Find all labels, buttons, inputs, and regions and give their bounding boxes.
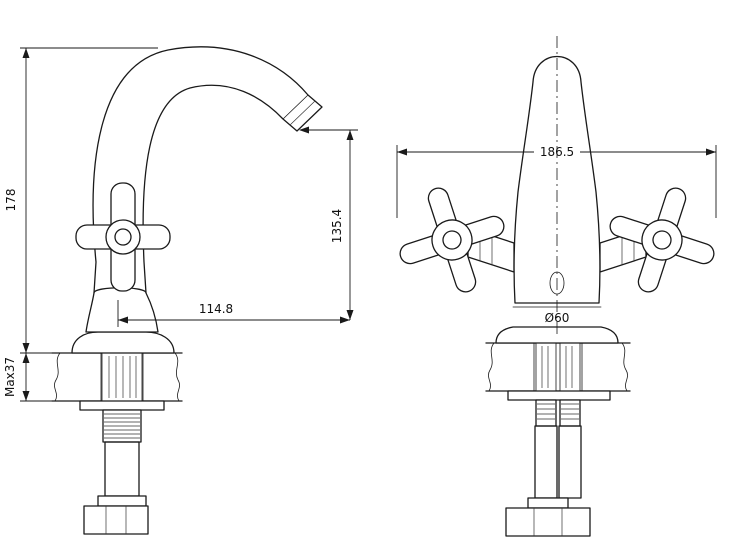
front-cross-handle-right	[609, 187, 715, 293]
side-aerator-joint	[282, 94, 309, 120]
front-cross-handle-left	[399, 187, 505, 293]
side-view: 178 Max37 135.4 114.8	[3, 46, 358, 535]
dimension-total-height: 178	[4, 47, 158, 354]
front-mounting-shanks	[535, 342, 581, 392]
side-mounting-shank	[101, 352, 143, 402]
dim-total-height-label: 178	[4, 189, 18, 212]
dim-overall-width-label: 186.5	[540, 145, 574, 159]
dim-spout-reach-label: 114.8	[199, 302, 233, 316]
front-hose-nut	[505, 507, 591, 537]
dimension-spout-height: 135.4	[299, 126, 358, 320]
front-base-flange	[495, 326, 619, 344]
dimension-overall-width: 186.5	[396, 145, 717, 218]
side-underdeck-hardware	[79, 400, 165, 535]
side-thread-lines	[104, 413, 140, 439]
front-thread-lines	[537, 403, 579, 420]
side-cross-handle	[75, 182, 171, 292]
dim-spout-height-label: 135.4	[330, 209, 344, 243]
dim-base-diameter-label: Ø60	[545, 311, 570, 325]
side-hose-nut	[83, 505, 149, 535]
side-aerator-detail	[289, 100, 316, 126]
dimension-spout-reach: 114.8	[117, 300, 350, 327]
front-braided-hose-left	[534, 425, 558, 499]
dim-deck-thickness-label: Max37	[3, 357, 17, 397]
side-body-skirt	[85, 287, 159, 333]
side-base-flange	[71, 331, 175, 354]
side-braided-hose	[104, 441, 140, 497]
dimension-deck-thickness: Max37	[3, 353, 52, 402]
front-braided-hose-right	[558, 425, 582, 499]
front-deck-section	[485, 342, 631, 392]
front-underdeck-hardware	[505, 390, 611, 537]
front-view: 186.5 Ø60	[396, 36, 717, 537]
